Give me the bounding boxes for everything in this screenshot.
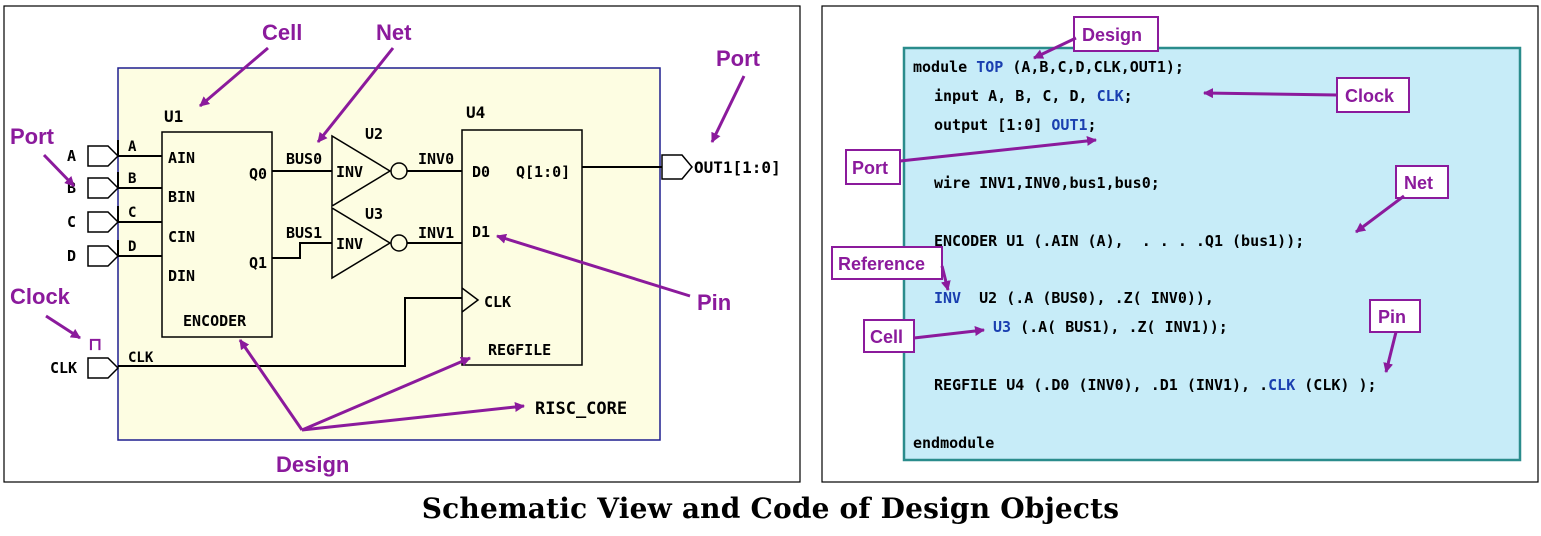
- regfile-pin-q: Q[1:0]: [516, 163, 570, 181]
- port-a-label: A: [67, 147, 76, 165]
- code-line-2: input A, B, C, D, CLK;: [934, 87, 1133, 105]
- port-out1-symbol: [661, 154, 693, 180]
- encoder-name: ENCODER: [183, 312, 247, 330]
- code-callout-reference: Reference: [838, 254, 925, 274]
- inverter-u2-bubble: [390, 162, 408, 180]
- callout-design: Design: [276, 452, 349, 477]
- code-callout-clock: Clock: [1345, 86, 1395, 106]
- encoder-pin-bin: BIN: [168, 188, 195, 206]
- net-c: C: [128, 205, 136, 221]
- inverter-u3-label: INV: [336, 235, 363, 253]
- code-callout-boxes: [831, 16, 1449, 353]
- port-clk-symbol: [87, 357, 120, 379]
- net-bus0: BUS0: [286, 150, 322, 168]
- port-c-label: C: [67, 213, 76, 231]
- regfile-block: [461, 129, 583, 366]
- code-callout-design: Design: [1082, 25, 1142, 45]
- port-c-symbol: [87, 211, 120, 233]
- callout-port-left: Port: [10, 124, 55, 149]
- regfile-pin-d0: D0: [472, 163, 490, 181]
- u4-label: U4: [466, 103, 485, 122]
- encoder-pin-q0: Q0: [249, 165, 267, 183]
- code-callout-net: Net: [1404, 173, 1433, 193]
- port-b-symbol: [87, 177, 120, 199]
- code-callout-pin: Pin: [1378, 307, 1406, 327]
- code-panel: module TOP (A,B,C,D,CLK,OUT1); input A, …: [821, 5, 1539, 483]
- net-clk: CLK: [128, 350, 154, 366]
- encoder-pin-din: DIN: [168, 267, 195, 285]
- port-b-label: B: [67, 179, 76, 197]
- net-bus1: BUS1: [286, 224, 322, 242]
- net-b: B: [128, 171, 136, 187]
- encoder-block: [161, 131, 273, 338]
- regfile-pin-d1: D1: [472, 223, 490, 241]
- code-area: [902, 46, 1522, 462]
- code-line-3: output [1:0] OUT1;: [934, 116, 1097, 134]
- code-callout-port: Port: [852, 158, 888, 178]
- port-d-symbol: [87, 245, 120, 267]
- inverter-u2-label: INV: [336, 163, 363, 181]
- port-out1-label: OUT1[1:0]: [694, 158, 781, 177]
- port-a-symbol: [87, 145, 120, 167]
- code-line-9: endmodule: [913, 434, 994, 452]
- inverter-u3-bubble: [390, 234, 408, 252]
- encoder-pin-cin: CIN: [168, 228, 195, 246]
- code-callout-arrows: [899, 36, 1405, 373]
- code-line-4: wire INV1,INV0,bus1,bus0;: [934, 174, 1160, 192]
- code-line-8: REGFILE U4 (.D0 (INV0), .D1 (INV1), .CLK…: [934, 376, 1377, 394]
- code-line-1: module TOP (A,B,C,D,CLK,OUT1);: [913, 58, 1184, 76]
- u1-label: U1: [164, 107, 183, 126]
- code-callout-cell: Cell: [870, 327, 903, 347]
- net-inv0: INV0: [418, 150, 454, 168]
- u3-label: U3: [365, 205, 383, 223]
- net-inv1: INV1: [418, 224, 454, 242]
- code-lines: module TOP (A,B,C,D,CLK,OUT1); input A, …: [913, 58, 1377, 452]
- input-ports: [87, 145, 693, 379]
- callout-clock: Clock: [10, 284, 71, 309]
- callout-pin: Pin: [697, 290, 731, 315]
- encoder-pin-q1: Q1: [249, 254, 267, 272]
- port-d-label: D: [67, 247, 76, 265]
- figure-caption: Schematic View and Code of Design Object…: [421, 492, 1120, 525]
- callout-arrows: [42, 46, 746, 432]
- risc-core-label: RISC_CORE: [535, 399, 627, 419]
- net-d: D: [128, 239, 136, 255]
- code-line-7: U3 (.A( BUS1), .Z( INV1));: [993, 318, 1228, 336]
- encoder-pin-ain: AIN: [168, 149, 195, 167]
- u2-label: U2: [365, 125, 383, 143]
- code-line-5: ENCODER U1 (.AIN (A), . . . .Q1 (bus1));: [934, 232, 1304, 250]
- port-clk-label: CLK: [50, 359, 77, 377]
- code-line-6: INV U2 (.A (BUS0), .Z( INV0)),: [934, 289, 1214, 307]
- callout-net: Net: [376, 20, 412, 45]
- wires: [117, 140, 662, 367]
- regfile-name: REGFILE: [488, 341, 551, 359]
- callout-cell: Cell: [262, 20, 302, 45]
- regfile-pin-clk: CLK: [484, 293, 511, 311]
- schematic-panel: U1 AIN BIN CIN DIN Q0 Q1 ENCODER U4 D0 D…: [3, 5, 801, 483]
- callout-port-top: Port: [716, 46, 761, 71]
- regfile-clock-pin: [461, 287, 480, 313]
- net-a: A: [128, 139, 137, 155]
- clock-symbol: ⊓: [88, 334, 102, 355]
